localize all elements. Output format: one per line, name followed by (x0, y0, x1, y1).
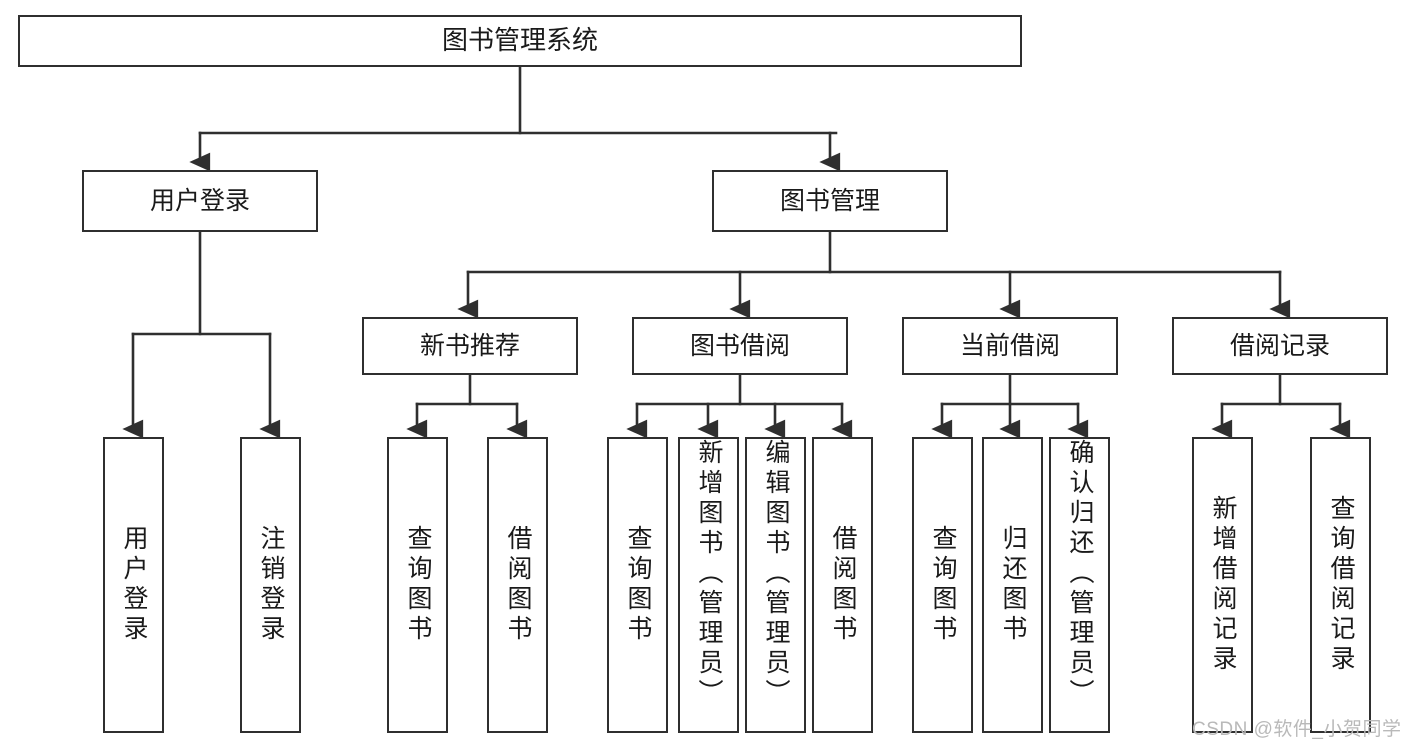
node-book-borrow[interactable]: 图书借阅 (632, 317, 848, 375)
leaf-current-borrow-confirm-return-admin[interactable]: 确认归还（管理员） (1049, 437, 1110, 733)
node-label: 归还图书 (999, 525, 1027, 645)
node-label: 用户登录 (120, 525, 148, 645)
node-label: 查询图书 (929, 525, 957, 645)
node-borrow-record[interactable]: 借阅记录 (1172, 317, 1388, 375)
node-label: 新书推荐 (419, 331, 520, 360)
node-user-login[interactable]: 用户登录 (82, 170, 318, 232)
node-label: 借阅图书 (504, 525, 532, 645)
leaf-book-borrow-edit-book-admin[interactable]: 编辑图书（管理员） (745, 437, 806, 733)
node-label: 图书管理系统 (441, 25, 598, 56)
node-label: 当前借阅 (959, 331, 1060, 360)
node-label: 查询借阅记录 (1327, 495, 1355, 675)
node-label: 确认归还（管理员） (1066, 439, 1094, 709)
node-label: 编辑图书（管理员） (762, 439, 790, 709)
watermark: CSDN @软件_小贺同学 (1192, 719, 1402, 740)
leaf-current-borrow-return-book[interactable]: 归还图书 (982, 437, 1043, 733)
leaf-book-borrow-add-book-admin[interactable]: 新增图书（管理员） (678, 437, 739, 733)
node-label: 借阅记录 (1229, 331, 1330, 360)
node-label: 借阅图书 (829, 525, 857, 645)
leaf-borrow-record-add-record[interactable]: 新增借阅记录 (1192, 437, 1253, 733)
leaf-user-login-logout[interactable]: 注销登录 (240, 437, 301, 733)
leaf-current-borrow-query-book[interactable]: 查询图书 (912, 437, 973, 733)
node-root-book-management-system[interactable]: 图书管理系统 (18, 15, 1022, 67)
node-label: 新增图书（管理员） (695, 439, 723, 709)
node-label: 图书借阅 (689, 331, 790, 360)
node-book-management[interactable]: 图书管理 (712, 170, 948, 232)
node-label: 图书管理 (779, 186, 880, 215)
leaf-book-borrow-query-book[interactable]: 查询图书 (607, 437, 668, 733)
leaf-borrow-record-query-record[interactable]: 查询借阅记录 (1310, 437, 1371, 733)
leaf-user-login-login[interactable]: 用户登录 (103, 437, 164, 733)
leaf-new-book-query-book[interactable]: 查询图书 (387, 437, 448, 733)
leaf-new-book-borrow-book[interactable]: 借阅图书 (487, 437, 548, 733)
node-label: 用户登录 (149, 186, 250, 215)
node-label: 新增借阅记录 (1209, 495, 1237, 675)
leaf-book-borrow-borrow-book[interactable]: 借阅图书 (812, 437, 873, 733)
node-label: 注销登录 (257, 525, 285, 645)
node-label: 查询图书 (624, 525, 652, 645)
node-label: 查询图书 (404, 525, 432, 645)
node-current-borrow[interactable]: 当前借阅 (902, 317, 1118, 375)
node-new-book-recommend[interactable]: 新书推荐 (362, 317, 578, 375)
